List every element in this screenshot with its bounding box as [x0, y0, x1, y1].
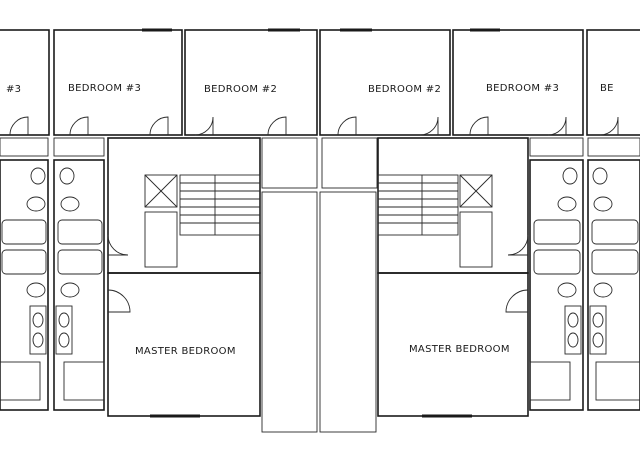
bedroom-3-walls: [452, 29, 584, 136]
bathtub-icon: [1, 219, 47, 245]
door-swing: [507, 234, 529, 256]
toilet-icon: [593, 282, 613, 298]
closet: [587, 137, 640, 157]
toilet-icon: [592, 167, 608, 185]
sink-icon: [567, 332, 579, 348]
bathtub-icon: [591, 249, 639, 275]
closet: [321, 137, 378, 189]
door-swing: [267, 116, 287, 136]
master-bedroom-walls: [107, 272, 261, 417]
right-unit: [319, 28, 640, 433]
closet: [0, 361, 41, 401]
sink-icon: [567, 312, 579, 328]
room-label-bedroom-2: BEDROOM #2: [368, 84, 441, 95]
bathtub-icon: [533, 249, 581, 275]
room-label-bedroom-3: BEDROOM #3: [486, 83, 559, 94]
staircase: [179, 174, 261, 236]
door-swing: [9, 116, 29, 136]
toilet-icon: [593, 196, 613, 212]
toilet-icon: [26, 196, 46, 212]
bathtub-icon: [591, 219, 639, 245]
closet: [144, 211, 178, 268]
room-label-master-bedroom: MASTER BEDROOM: [135, 346, 236, 357]
bath-walls: [53, 159, 105, 411]
door-swing: [505, 289, 529, 313]
toilet-icon: [557, 196, 577, 212]
bedroom-3-walls: [53, 29, 183, 136]
sink-icon: [58, 332, 70, 348]
room-label-master-bedroom: MASTER BEDROOM: [409, 344, 510, 355]
toilet-icon: [60, 282, 80, 298]
closet: [459, 211, 493, 268]
toilet-icon: [557, 282, 577, 298]
bedroom-partial-walls: [586, 29, 640, 136]
bedroom-2-walls: [319, 29, 451, 136]
door-swing: [69, 116, 89, 136]
door-swing: [547, 116, 567, 136]
sink-icon: [592, 312, 604, 328]
left-unit: [0, 28, 318, 433]
closet: [595, 361, 640, 401]
closet: [0, 137, 49, 157]
closet: [63, 361, 105, 401]
sink-icon: [32, 332, 44, 348]
door-swing: [469, 116, 489, 136]
corridor: [319, 191, 377, 433]
door-swing: [337, 116, 357, 136]
toilet-icon: [26, 282, 46, 298]
bath-walls: [529, 159, 584, 411]
door-swing: [107, 234, 129, 256]
sink-icon: [592, 332, 604, 348]
sink-icon: [32, 312, 44, 328]
staircase: [377, 174, 459, 236]
toilet-icon: [30, 167, 46, 185]
corridor: [261, 191, 318, 433]
bath-walls: [587, 159, 640, 411]
door-swing: [107, 289, 131, 313]
door-swing: [149, 116, 169, 136]
toilet-icon: [59, 167, 75, 185]
closet: [529, 137, 584, 157]
bath-walls: [0, 159, 49, 411]
door-swing: [419, 116, 439, 136]
door-swing: [599, 116, 619, 136]
bedroom-2-walls: [184, 29, 318, 136]
bathtub-icon: [1, 249, 47, 275]
bedroom-3-partial-walls: [0, 29, 50, 136]
room-label-bedroom-2: BEDROOM #2: [204, 84, 277, 95]
toilet-icon: [562, 167, 578, 185]
room-label-bedroom-partial: BE: [600, 83, 614, 94]
closet: [53, 137, 105, 157]
sink-icon: [58, 312, 70, 328]
toilet-icon: [60, 196, 80, 212]
linen-closet: [144, 174, 178, 208]
door-swing: [194, 116, 214, 136]
stair-hall-walls: [107, 137, 261, 274]
bathtub-icon: [533, 219, 581, 245]
bathtub-icon: [57, 219, 103, 245]
room-label-bedroom-3: BEDROOM #3: [68, 83, 141, 94]
closet: [261, 137, 318, 189]
linen-closet: [459, 174, 493, 208]
closet: [529, 361, 571, 401]
bathtub-icon: [57, 249, 103, 275]
room-label-bedroom-3-partial: #3: [6, 84, 21, 95]
stair-hall-walls: [377, 137, 529, 274]
